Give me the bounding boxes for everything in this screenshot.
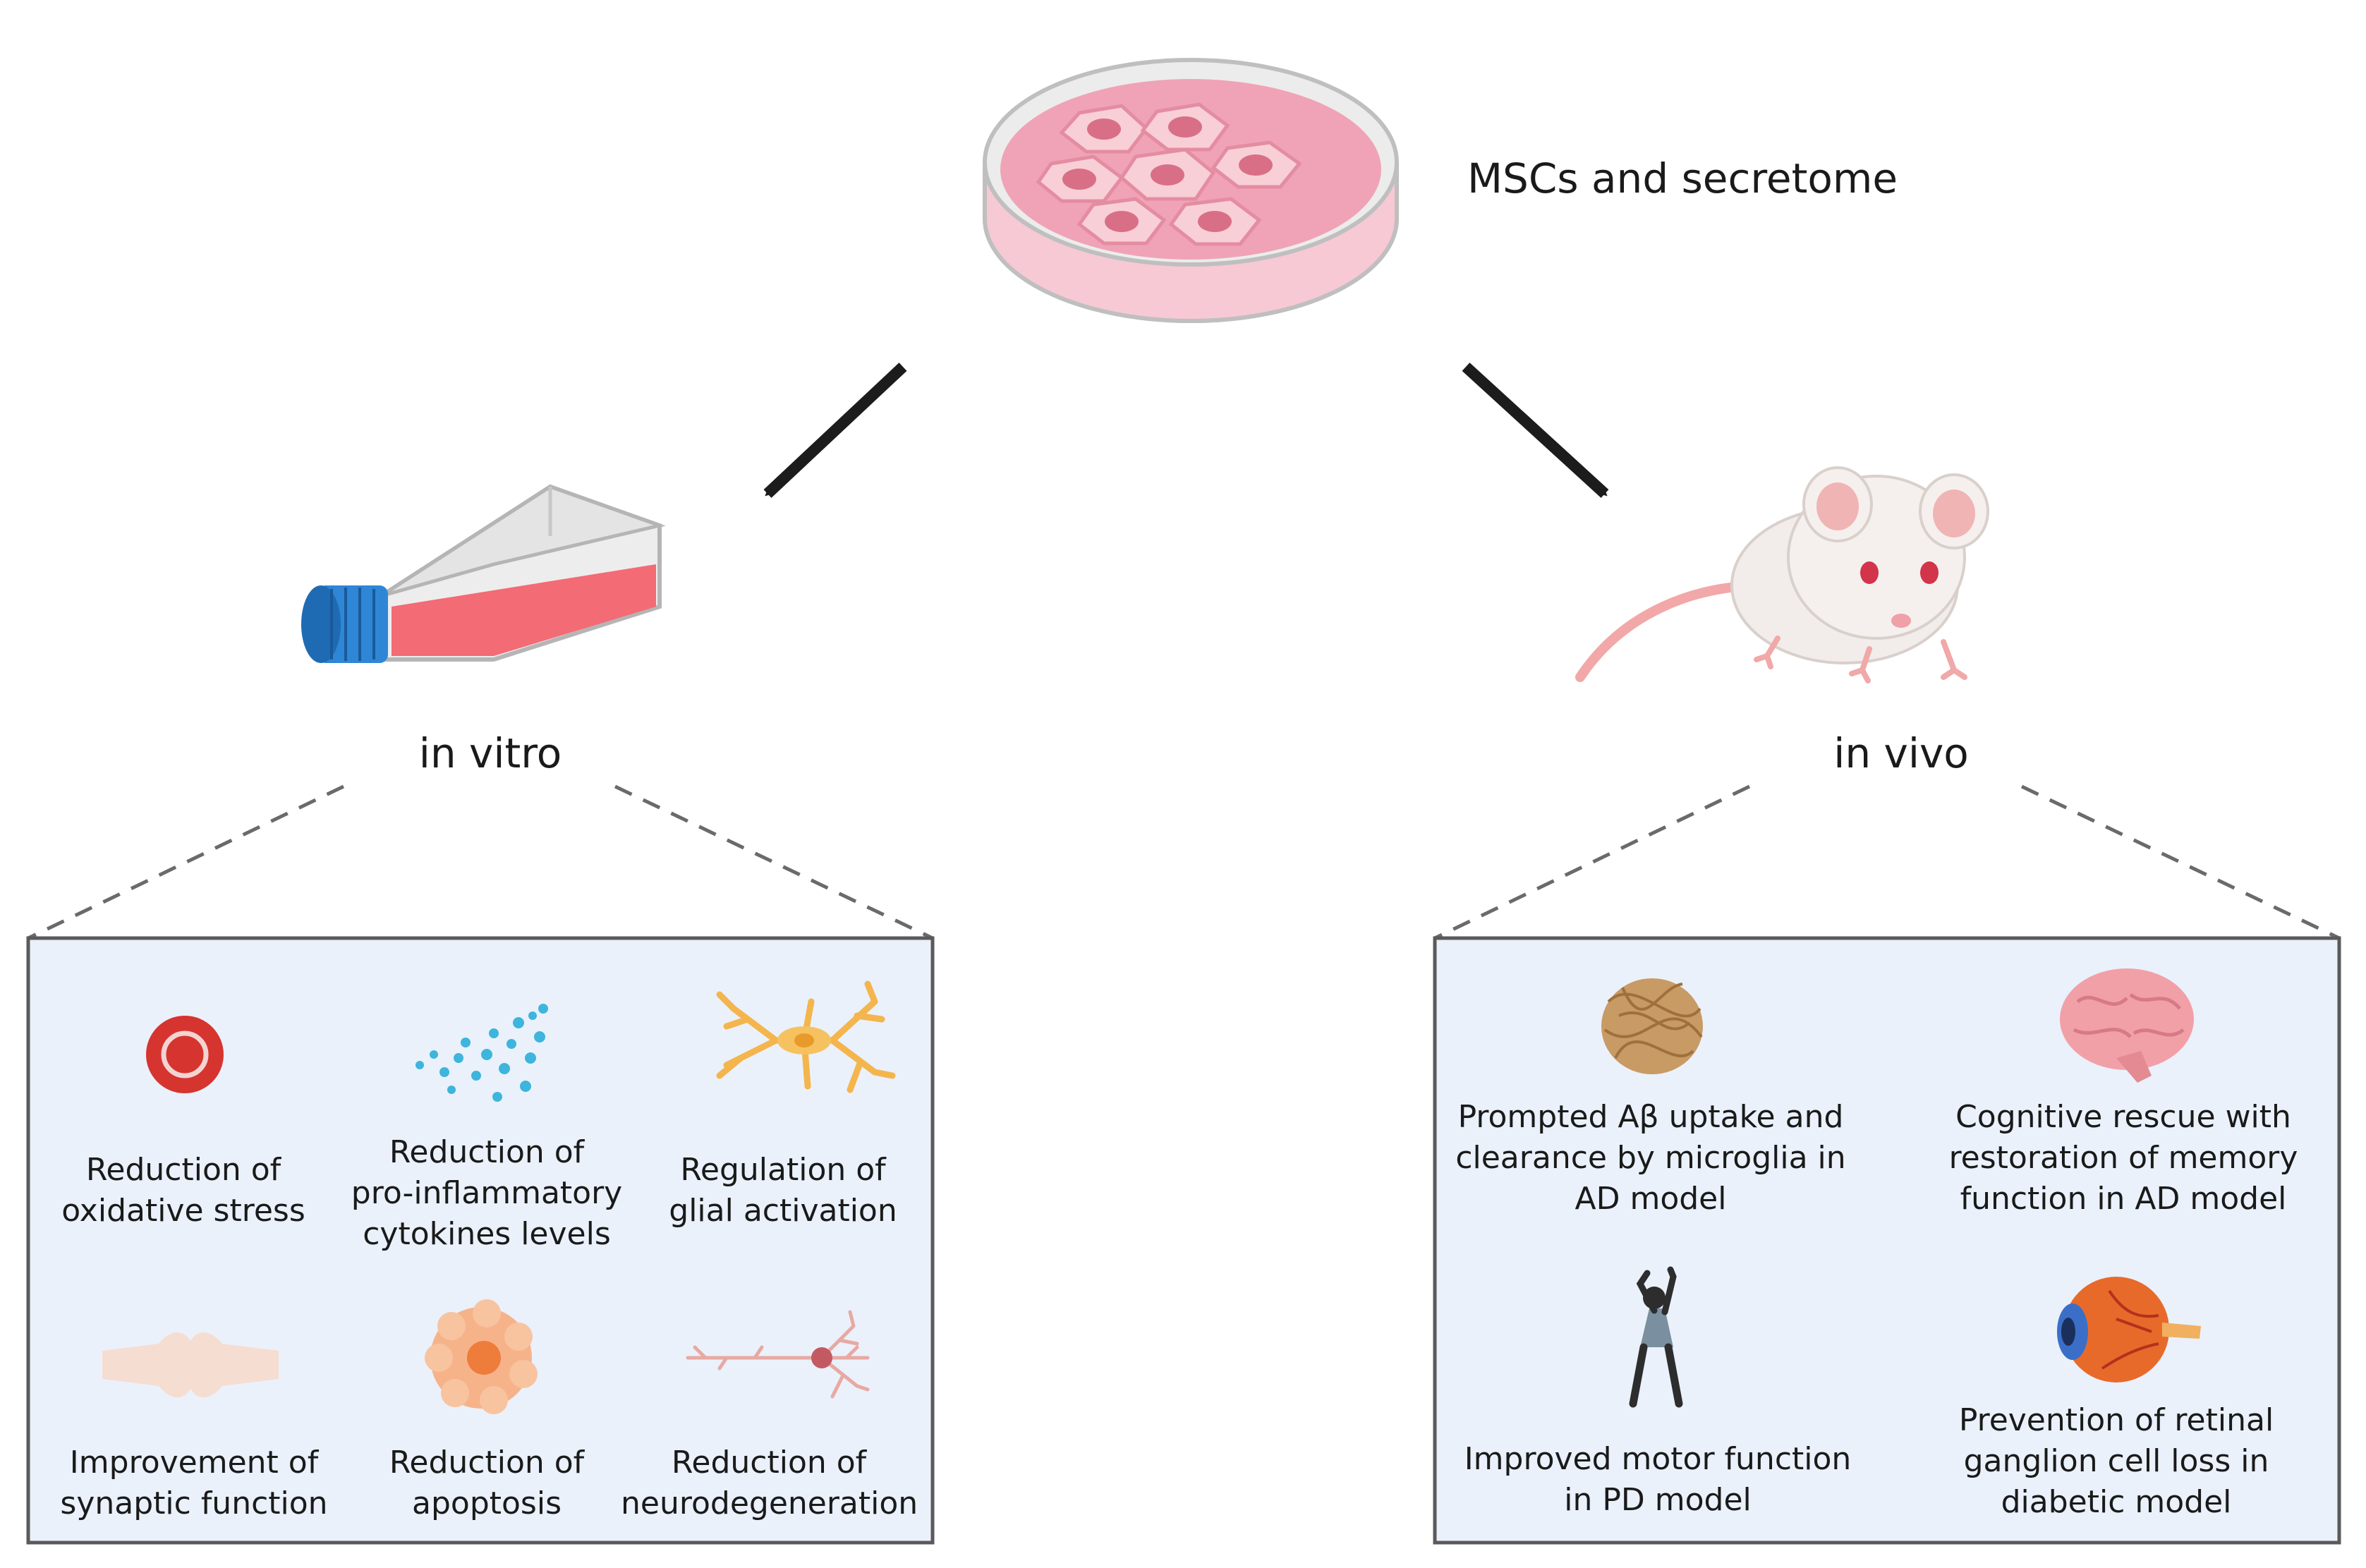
brain-icon [2060, 968, 2194, 1083]
in-vitro-item-label: Reduction of pro-inflammatory cytokines … [351, 1134, 623, 1253]
in-vitro-item-label: Reduction of neurodegeneration [621, 1445, 918, 1522]
neuron-icon [686, 1310, 870, 1399]
oxidative-stress-icon [146, 1016, 224, 1093]
in-vivo-item-label: Cognitive rescue with restoration of mem… [1948, 1099, 2298, 1217]
in-vivo-label: in vivo [1833, 729, 1969, 777]
in-vitro-item-label: Reduction of oxidative stress [61, 1152, 305, 1229]
eye-icon [2057, 1277, 2201, 1382]
in-vitro-item-label: Regulation of glial activation [669, 1152, 897, 1229]
petri-dish-icon [983, 58, 1399, 323]
arrow-to-in-vitro [763, 363, 907, 498]
in-vivo-item-label: Improved motor function in PD model [1464, 1441, 1852, 1519]
in-vitro-item-label: Improvement of synaptic function [60, 1445, 328, 1522]
in-vivo-item-label: Prompted Aβ uptake and clearance by micr… [1455, 1099, 1846, 1217]
in-vitro-item-label: Reduction of apoptosis [389, 1445, 585, 1522]
culture-flask-icon [301, 484, 666, 663]
glial-cell-icon [716, 980, 896, 1093]
cytokines-icon [415, 1004, 548, 1102]
in-vitro-label: in vitro [418, 729, 562, 777]
amyloid-plaque-icon [1601, 978, 1703, 1074]
apoptotic-cell-icon [425, 1299, 538, 1414]
mouse-icon [1575, 466, 1989, 683]
dashed-connectors [27, 784, 2341, 940]
source-label: MSCs and secretome [1467, 154, 1898, 202]
in-vivo-item-label: Prevention of retinal ganglion cell loss… [1958, 1402, 2274, 1521]
synapse-icon [102, 1332, 279, 1398]
arrow-to-in-vivo [1462, 363, 1609, 498]
person-exercising-icon [1629, 1266, 1683, 1408]
